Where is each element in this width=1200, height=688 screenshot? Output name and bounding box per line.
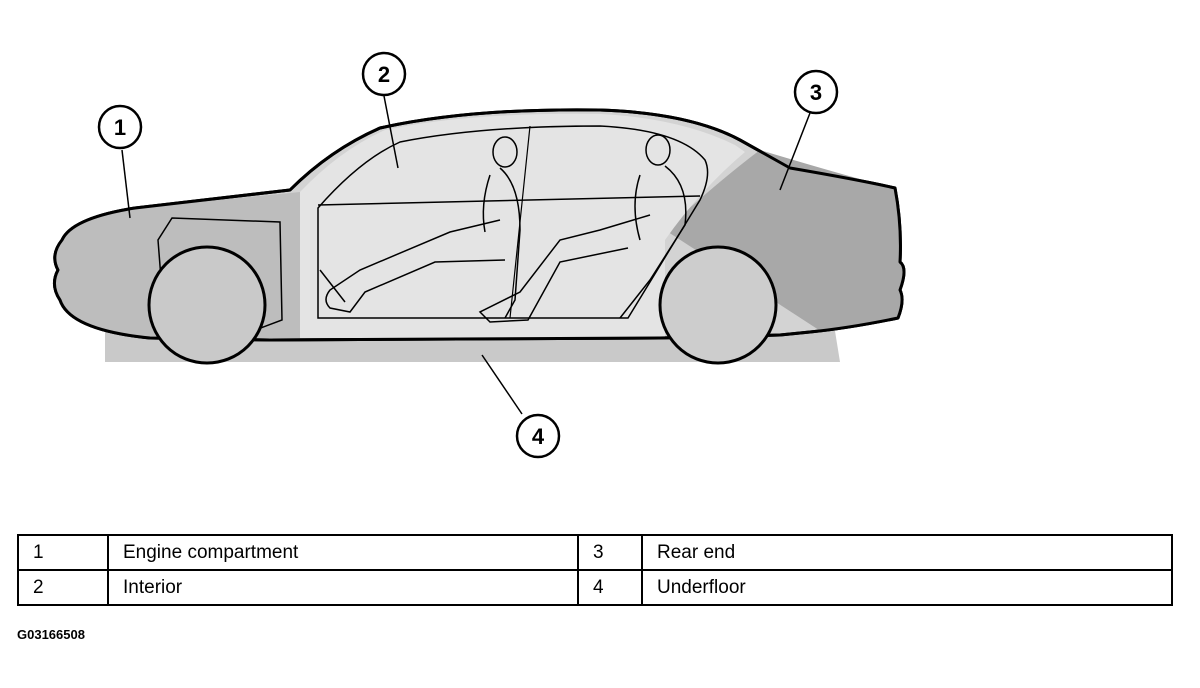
legend-description: Engine compartment bbox=[107, 534, 579, 571]
rear-passenger-figure bbox=[478, 134, 687, 323]
callout-2-label: 2 bbox=[378, 62, 390, 87]
rear-wheel bbox=[658, 245, 778, 365]
driver-figure bbox=[319, 136, 521, 319]
legend-description: Underfloor bbox=[641, 569, 1173, 606]
window-frame bbox=[317, 125, 709, 319]
legend-number: 3 bbox=[577, 534, 643, 571]
callout-1-label: 1 bbox=[114, 115, 126, 140]
legend-number: 4 bbox=[577, 569, 643, 606]
callout-4: 4 bbox=[515, 413, 561, 459]
legend-table: 1 Engine compartment 3 Rear end 2 Interi… bbox=[17, 534, 1173, 606]
legend-row: 1 Engine compartment 3 Rear end bbox=[17, 534, 1173, 571]
legend-row: 2 Interior 4 Underfloor bbox=[17, 569, 1173, 606]
belt-line bbox=[317, 195, 701, 206]
legend-number: 2 bbox=[17, 569, 109, 606]
callout-4-label: 4 bbox=[532, 424, 545, 449]
rear-end-zone bbox=[665, 150, 904, 332]
figure-id: G03166508 bbox=[17, 627, 85, 642]
callout-3: 3 bbox=[793, 69, 839, 115]
vehicle-zones-diagram: 1 2 3 4 bbox=[53, 51, 906, 459]
legend-number: 1 bbox=[17, 534, 109, 571]
callout-2: 2 bbox=[361, 51, 407, 97]
callout-1: 1 bbox=[97, 104, 143, 150]
car-outline bbox=[53, 108, 906, 342]
legend-description: Rear end bbox=[641, 534, 1173, 571]
leader-lines bbox=[121, 95, 811, 415]
front-wheel bbox=[147, 245, 267, 365]
callout-3-label: 3 bbox=[810, 80, 822, 105]
interior-zone bbox=[300, 113, 745, 338]
legend-description: Interior bbox=[107, 569, 579, 606]
